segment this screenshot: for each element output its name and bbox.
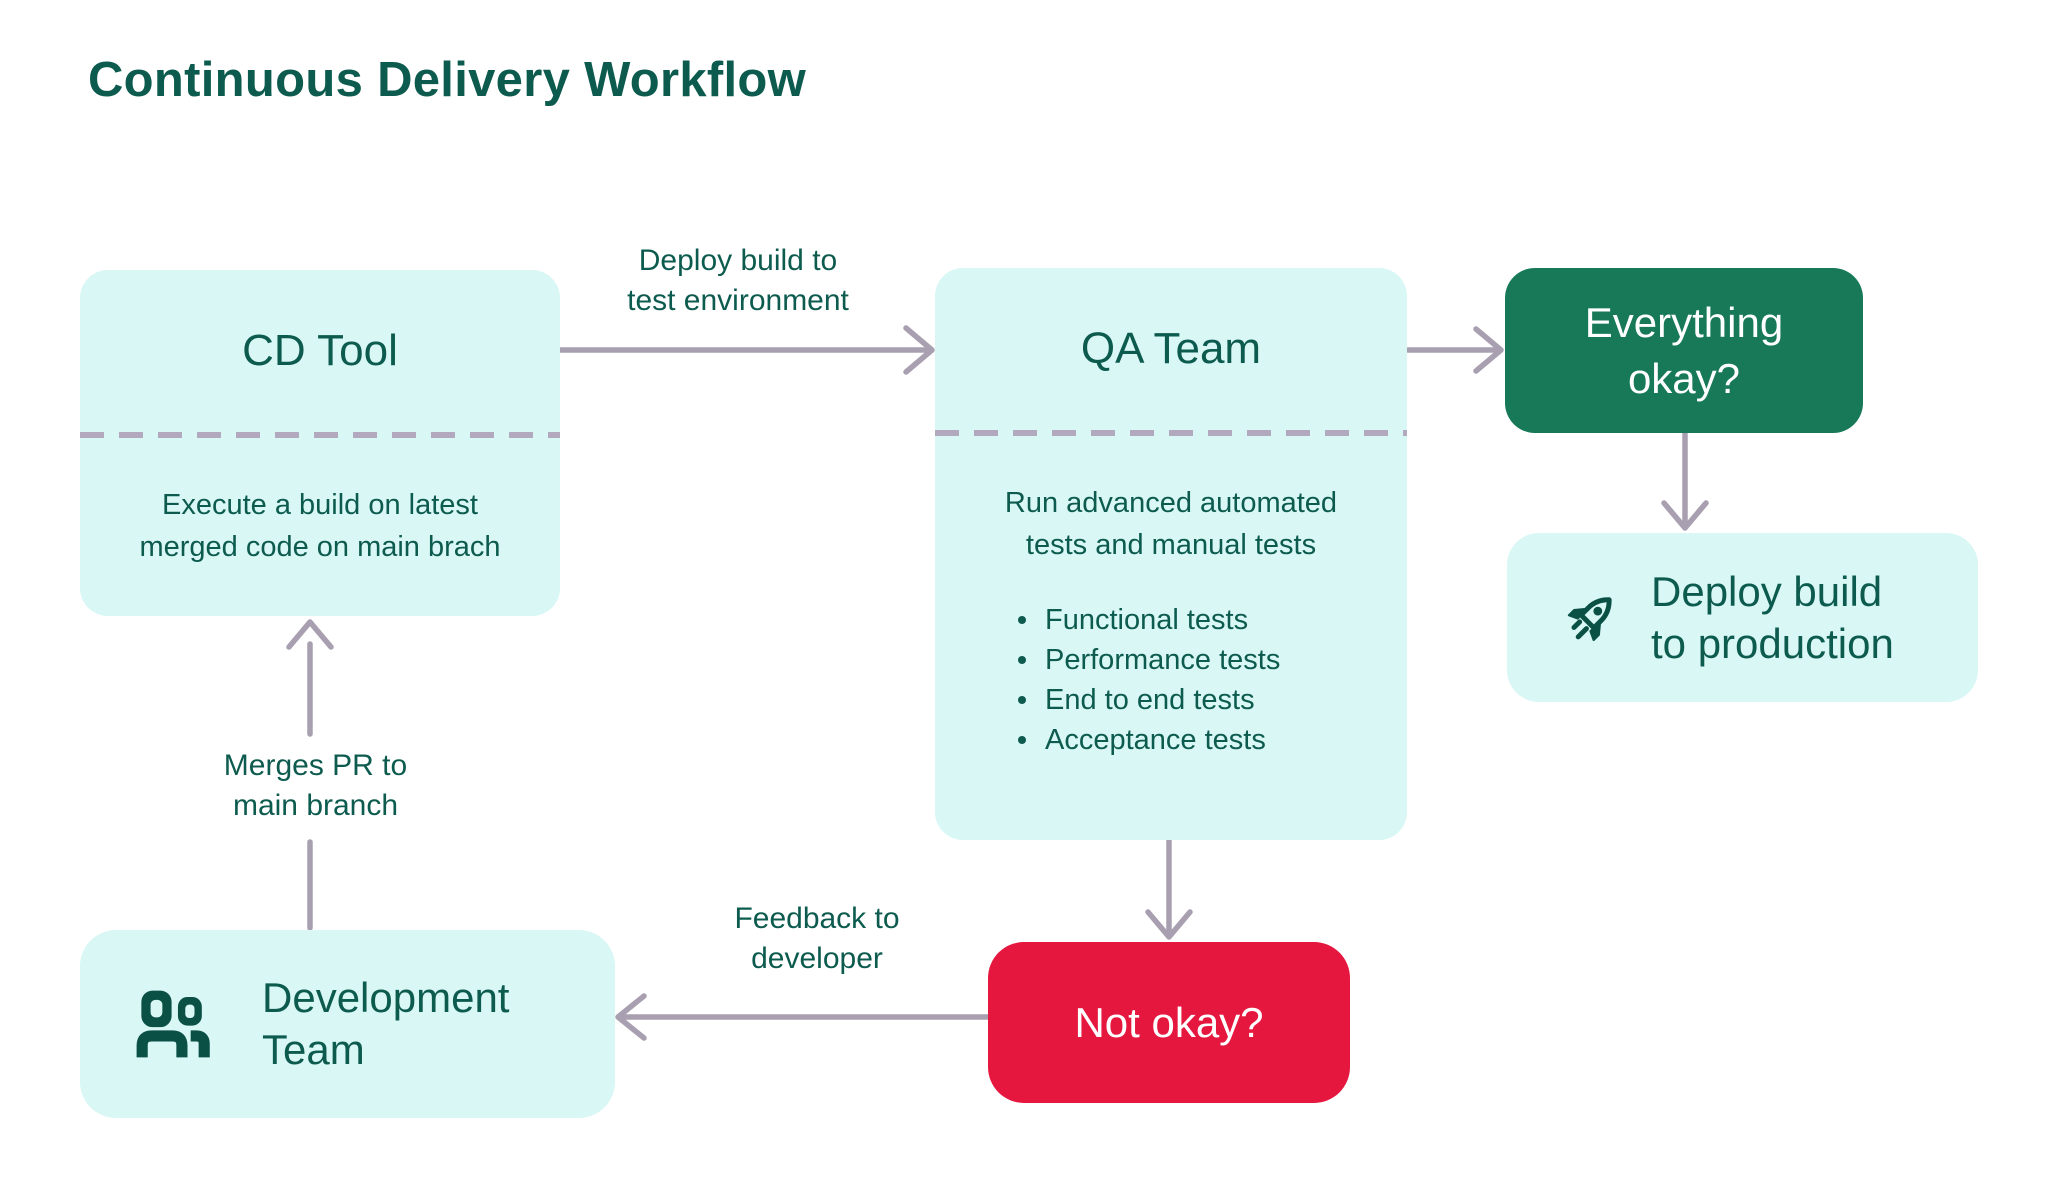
deploy-production-label: Deploy build to production xyxy=(1651,566,1894,670)
not-okay-label: Not okay? xyxy=(1074,998,1264,1046)
team-icon xyxy=(136,990,210,1058)
everything-okay-node: Everything okay? xyxy=(1505,268,1863,433)
qa-test-item: Performance tests xyxy=(1015,640,1280,680)
cd-tool-node: CD Tool Execute a build on latest merged… xyxy=(80,270,560,616)
deploy-production-label-line: to production xyxy=(1651,619,1894,667)
qa-test-item: Functional tests xyxy=(1015,600,1280,640)
cd-tool-description: Execute a build on latest merged code on… xyxy=(80,438,560,616)
deploy-to-test-label-line: Deploy build to xyxy=(638,244,838,277)
qa-test-list: Functional tests Performance tests End t… xyxy=(1015,600,1280,760)
qa-team-divider xyxy=(935,430,1407,436)
everything-okay-label-line: okay? xyxy=(1627,354,1741,402)
arrow-not-okay-to-dev-head xyxy=(615,993,647,1041)
qa-test-item: End to end tests xyxy=(1015,680,1280,720)
feedback-label: Feedback to developer xyxy=(697,899,937,979)
qa-team-description-line: Run advanced automated xyxy=(1004,487,1338,519)
qa-test-item: Acceptance tests xyxy=(1015,720,1280,760)
deploy-to-test-label-line: test environment xyxy=(627,284,849,317)
everything-okay-label-line: Everything xyxy=(1584,298,1784,346)
arrow-dev-to-cd-head xyxy=(286,619,334,650)
deploy-production-label-line: Deploy build xyxy=(1651,567,1883,615)
qa-team-node: QA Team Run advanced automated tests and… xyxy=(935,268,1407,840)
merges-pr-label-line: main branch xyxy=(232,789,399,822)
rocket-icon xyxy=(1567,596,1612,641)
cd-tool-divider xyxy=(80,432,560,438)
qa-team-description: Run advanced automated tests and manual … xyxy=(935,436,1407,840)
development-team-label-line: Team xyxy=(262,1026,365,1073)
arrow-everything-okay-to-deploy-head xyxy=(1661,500,1709,531)
development-team-node: Development Team xyxy=(80,930,615,1118)
feedback-label-line: developer xyxy=(751,942,883,975)
qa-team-heading: QA Team xyxy=(1080,324,1262,373)
qa-team-description-line: tests and manual tests xyxy=(1025,529,1317,561)
feedback-label-line: Feedback to xyxy=(734,902,900,935)
merges-pr-label-line: Merges PR to xyxy=(223,749,408,782)
cd-tool-description-line: Execute a build on latest xyxy=(162,489,478,521)
deploy-to-test-label: Deploy build to test environment xyxy=(613,241,863,321)
arrow-qa-to-not-okay-head xyxy=(1145,909,1193,940)
cd-tool-heading: CD Tool xyxy=(242,326,398,375)
not-okay-node: Not okay? xyxy=(988,942,1350,1103)
cd-tool-description-line: merged code on main brach xyxy=(139,531,501,563)
merges-pr-label: Merges PR to main branch xyxy=(203,746,428,826)
development-team-label: Development Team xyxy=(262,972,509,1076)
arrow-qa-to-everything-okay-head xyxy=(1473,326,1504,374)
deploy-production-node: Deploy build to production xyxy=(1507,533,1978,702)
development-team-label-line: Development xyxy=(262,974,510,1021)
page-title: Continuous Delivery Workflow xyxy=(88,53,807,107)
arrow-cd-to-qa-head xyxy=(903,325,935,375)
